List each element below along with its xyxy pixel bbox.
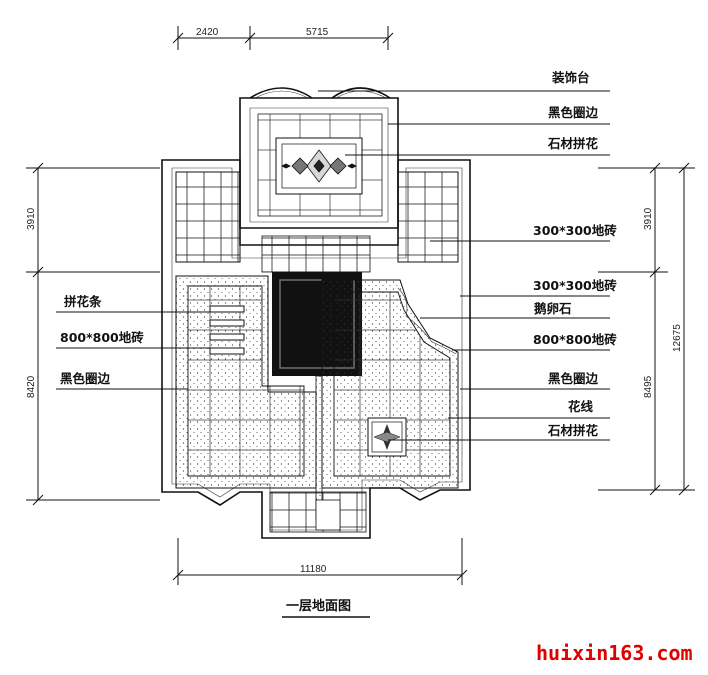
label-black-border-left: 黑色圈边 <box>60 371 111 386</box>
dim-right-lower: 8495 <box>643 375 654 398</box>
dim-left-upper: 3910 <box>26 207 37 230</box>
dim-left-lower: 8420 <box>26 375 37 398</box>
dim-right-upper: 3910 <box>643 207 654 230</box>
label-flower-line: 花线 <box>568 399 594 414</box>
label-black-border-right: 黑色圈边 <box>548 371 599 386</box>
corridor-tiles <box>261 235 371 273</box>
label-tile-300-1: 300*300地砖 <box>533 223 617 238</box>
label-decor-platform: 装饰台 <box>551 70 590 85</box>
tile-bay-left <box>175 171 241 263</box>
dim-right-total: 12675 <box>672 324 683 352</box>
label-stone-inlay-2: 石材拼花 <box>547 423 599 438</box>
label-stone-inlay-1: 石材拼花 <box>547 136 599 151</box>
center-corridor <box>269 375 367 533</box>
right-room <box>321 279 459 489</box>
dim-top-left: 2420 <box>196 27 219 38</box>
label-tile-800-right: 800*800地砖 <box>533 332 617 347</box>
watermark: huixin163.com <box>536 641 693 665</box>
label-black-border-1: 黑色圈边 <box>548 105 599 120</box>
label-inlay-strip: 拼花条 <box>64 294 102 309</box>
tile-bay-right <box>397 171 459 263</box>
dimension-left <box>26 162 160 506</box>
dimension-right <box>598 162 695 496</box>
label-tile-300-2: 300*300地砖 <box>533 278 617 293</box>
drawing-title: 一层地面图 <box>286 598 351 614</box>
dimension-top <box>172 26 394 50</box>
leader-lines <box>56 90 610 441</box>
dim-bottom: 11180 <box>300 564 327 575</box>
left-room <box>175 275 317 489</box>
top-bay-inlay <box>257 113 383 217</box>
dimension-bottom <box>172 538 468 585</box>
label-tile-800-left: 800*800地砖 <box>60 330 144 345</box>
label-cobblestone: 鹅卵石 <box>534 301 572 316</box>
dim-top-right: 5715 <box>306 27 329 38</box>
